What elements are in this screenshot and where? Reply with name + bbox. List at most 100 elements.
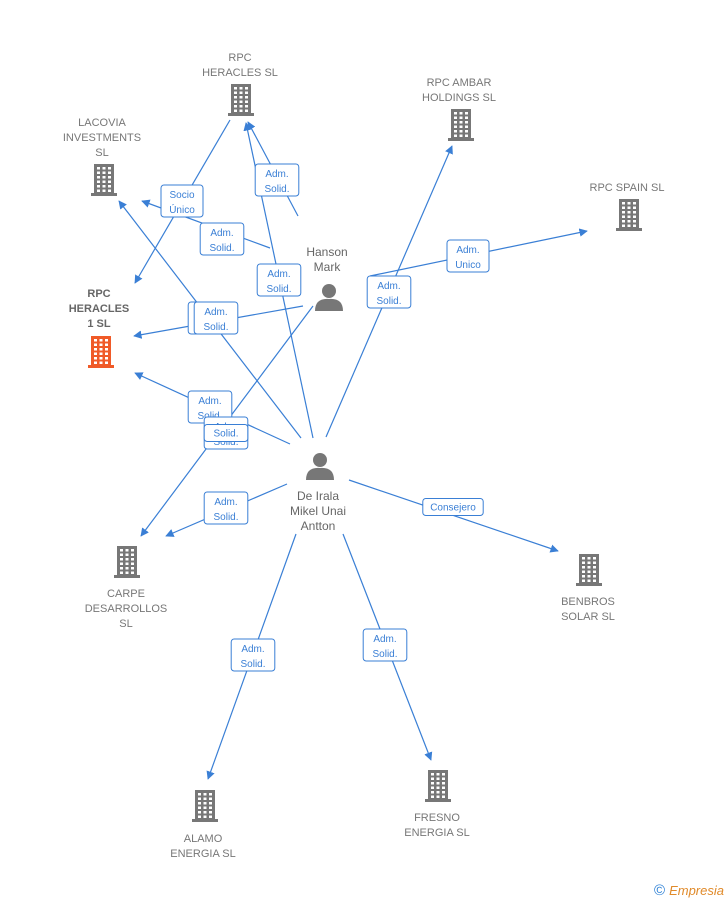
badge-label-line: Adm.	[210, 228, 233, 239]
company-label: CARPE DESARROLLOS SL	[85, 588, 168, 630]
badge-label-line: Adm.	[373, 634, 396, 645]
badge-label: Adm. Solid.	[203, 307, 228, 333]
company-label-line: SL	[119, 618, 132, 630]
company-label-line: ALAMO	[184, 833, 223, 845]
badge-label-line: Solid.	[209, 243, 234, 254]
badge-label-line: Solid.	[213, 429, 238, 440]
company-label-line: CARPE	[107, 588, 145, 600]
company-node-carpe[interactable]: CARPE DESARROLLOS SL	[85, 546, 168, 630]
badge-label-line: Solid.	[240, 659, 265, 670]
company-node-lacovia[interactable]: LACOVIA INVESTMENTS SL	[63, 117, 141, 196]
badge-label-line: Solid.	[203, 322, 228, 333]
company-label-line: SOLAR SL	[561, 611, 615, 623]
badge-label-line: Solid.	[372, 649, 397, 660]
badge-label-line: Socio	[169, 190, 194, 201]
relation-badge[interactable]: Adm. Solid.	[254, 163, 300, 197]
badge-label-line: Solid.	[213, 512, 238, 523]
company-label-line: ENERGIA SL	[170, 848, 235, 860]
company-label: RPC SPAIN SL	[590, 182, 665, 194]
relation-badge[interactable]: Solid.	[203, 424, 249, 442]
person-label-line: Mikel Unai	[290, 504, 346, 518]
company-label-line: INVESTMENTS	[63, 132, 141, 144]
company-label-line: SL	[95, 147, 108, 159]
company-label-line: HERACLES	[69, 303, 130, 315]
badge-label-line: Adm.	[204, 307, 227, 318]
badge-label-line: Consejero	[430, 503, 476, 514]
badge-label-line: Adm.	[198, 396, 221, 407]
person-label-line: Mark	[314, 260, 342, 274]
badge-label-line: Solid.	[264, 184, 289, 195]
company-label-line: HOLDINGS SL	[422, 92, 496, 104]
company-node-alamo[interactable]: ALAMO ENERGIA SL	[170, 790, 236, 860]
building-icon	[425, 770, 451, 802]
relation-badge[interactable]: Adm. Solid.	[366, 275, 412, 309]
company-label-line: RPC	[228, 52, 251, 64]
badge-label-line: Adm.	[456, 245, 479, 256]
edge-layer	[118, 119, 588, 780]
company-label: FRESNO ENERGIA SL	[404, 812, 469, 839]
copyright-icon: ©	[654, 882, 666, 899]
brand-name: Empresia	[669, 883, 724, 898]
person-label-line: Antton	[301, 519, 336, 533]
building-icon	[228, 84, 254, 116]
person-label-line: De Irala	[297, 489, 339, 503]
badge-label: Adm. Solid.	[372, 634, 397, 660]
relation-badge[interactable]: Adm. Solid.	[193, 301, 239, 335]
building-icon	[114, 546, 140, 578]
badge-label: Adm. Solid.	[240, 644, 265, 670]
relation-badge[interactable]: Adm. Unico	[446, 239, 490, 273]
building-icon	[192, 790, 218, 822]
relation-badge[interactable]: Adm. Solid.	[362, 628, 408, 662]
company-label-line: 1 SL	[87, 318, 111, 330]
badge-label: Adm. Solid.	[376, 281, 401, 307]
company-label-line: ENERGIA SL	[404, 827, 469, 839]
relation-badge[interactable]: Adm. Solid.	[230, 638, 276, 672]
relation-badge[interactable]: Consejero	[422, 498, 484, 516]
building-icon	[576, 554, 602, 586]
company-node-fresno[interactable]: FRESNO ENERGIA SL	[404, 770, 470, 839]
building-icon	[88, 336, 114, 368]
badge-label: Solid.	[213, 429, 238, 440]
badge-label-line: Adm.	[377, 281, 400, 292]
badge-label-line: Único	[169, 203, 195, 216]
badge-label-line: Solid.	[213, 437, 238, 448]
company-label-line: DESARROLLOS	[85, 603, 168, 615]
company-label-line: LACOVIA	[78, 117, 126, 129]
person-label-line: Hanson	[306, 245, 347, 259]
relation-badge[interactable]: Adm.Solid.	[203, 491, 249, 525]
company-label-line: FRESNO	[414, 812, 460, 824]
badge-label-line: Unico	[455, 260, 481, 271]
badge-label: Adm. Solid.	[264, 169, 289, 195]
relation-badge[interactable]: Adm. Solid.	[199, 222, 245, 256]
brand-footer[interactable]: ©Empresia	[654, 882, 724, 899]
badge-label-line: Adm.	[241, 644, 264, 655]
company-label: ALAMO ENERGIA SL	[170, 833, 235, 860]
badge-label-line: Adm.	[265, 169, 288, 180]
badge-label: Adm. Solid.	[209, 228, 234, 254]
badge-label: Adm.Solid.	[266, 269, 291, 295]
building-icon	[616, 199, 642, 231]
badge-label-line: Solid.	[266, 284, 291, 295]
relation-badge[interactable]: Adm.Solid.	[256, 263, 302, 297]
company-label-line: HERACLES SL	[202, 67, 278, 79]
building-icon	[91, 164, 117, 196]
company-node-rpc-spain[interactable]: RPC SPAIN SL	[590, 182, 665, 231]
person-icon	[306, 453, 334, 480]
company-node-rpc-heracles[interactable]: RPC HERACLES SL	[202, 52, 278, 116]
person-icon	[315, 284, 343, 311]
badge-label-line: Solid.	[376, 296, 401, 307]
badge-label: Consejero	[430, 503, 476, 514]
